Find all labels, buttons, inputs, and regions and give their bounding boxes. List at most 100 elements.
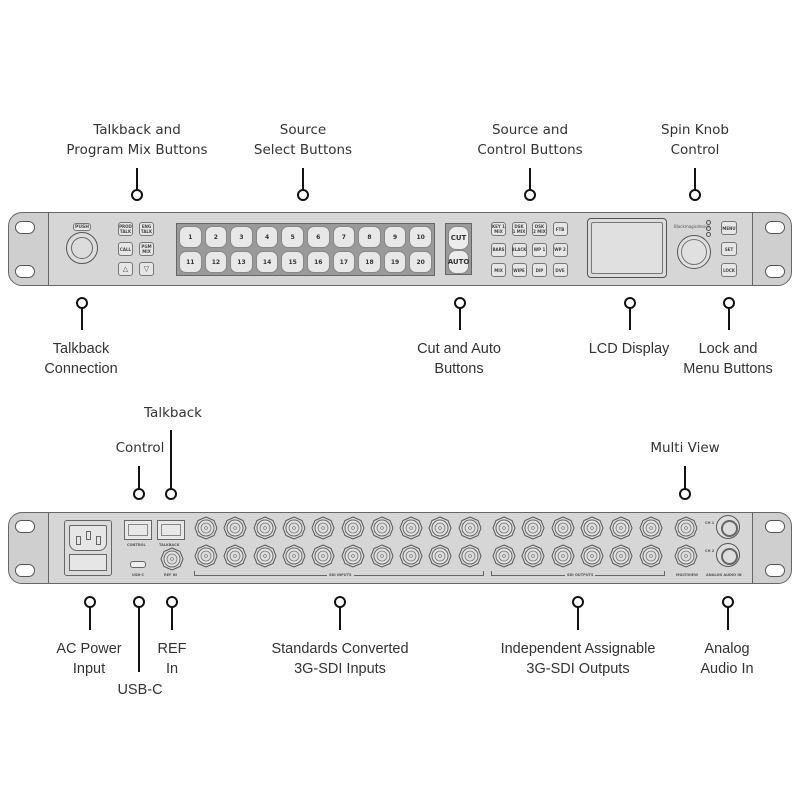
sdi-input-bnc[interactable] xyxy=(194,544,218,568)
spin-knob[interactable] xyxy=(677,235,711,269)
callout-line: USB-C xyxy=(117,682,163,698)
sdi-output-bnc[interactable] xyxy=(492,516,516,540)
source-button[interactable]: 15 xyxy=(281,251,304,273)
control-button[interactable]: DSK 2 MIX xyxy=(532,222,547,236)
talkback-ethernet-port[interactable] xyxy=(157,520,185,540)
sdi-input-bnc[interactable] xyxy=(340,516,365,540)
source-button[interactable]: 17 xyxy=(332,251,356,273)
source-button[interactable]: 2 xyxy=(204,226,228,248)
source-button[interactable]: 11 xyxy=(179,251,202,273)
ch2-label: CH 2 xyxy=(705,549,715,553)
sdi-output-bnc[interactable] xyxy=(609,544,633,568)
sdi-input-bnc[interactable] xyxy=(311,516,335,540)
ac-power-inlet[interactable] xyxy=(64,520,112,576)
sdi-output-bnc[interactable] xyxy=(638,516,663,540)
control-button[interactable]: DVE xyxy=(552,263,568,277)
sdi-input-bnc[interactable] xyxy=(458,544,482,568)
control-button[interactable]: WP 1 xyxy=(532,242,547,257)
callout-label: Lock and Menu Buttons xyxy=(683,339,772,379)
leader-line xyxy=(684,466,686,489)
control-button[interactable]: FTB xyxy=(552,222,568,236)
sdi-output-bnc[interactable] xyxy=(580,516,604,540)
eng-talk-button[interactable]: ENG TALK xyxy=(139,222,154,236)
up-arrow-button[interactable]: △ xyxy=(118,262,133,276)
source-button[interactable]: 5 xyxy=(281,226,304,248)
callout-label: Spin Knob Control xyxy=(661,120,729,160)
sdi-output-bnc[interactable] xyxy=(580,544,604,568)
set-button[interactable]: SET xyxy=(721,242,737,256)
sdi-output-bnc[interactable] xyxy=(521,516,545,540)
source-button[interactable]: 4 xyxy=(255,226,279,248)
jack-ring-icon xyxy=(721,548,738,565)
sdi-output-bnc[interactable] xyxy=(609,516,633,540)
control-button[interactable]: KEY 1 MIX xyxy=(491,222,506,236)
sdi-input-bnc[interactable] xyxy=(253,516,277,540)
source-button[interactable]: 3 xyxy=(230,226,253,248)
sdi-input-bnc[interactable] xyxy=(253,544,277,568)
control-button[interactable]: BARS xyxy=(491,242,506,257)
source-button[interactable]: 1 xyxy=(179,226,202,248)
source-button[interactable]: 7 xyxy=(332,226,356,248)
source-button[interactable]: 9 xyxy=(383,226,407,248)
sdi-input-bnc[interactable] xyxy=(399,516,423,540)
sdi-output-bnc[interactable] xyxy=(492,544,516,568)
source-button[interactable]: 18 xyxy=(358,251,381,273)
source-button[interactable]: 12 xyxy=(204,251,228,273)
multiview-bnc[interactable] xyxy=(674,544,698,568)
control-button[interactable]: DSK 1 MIX xyxy=(511,222,527,236)
ref-in-bnc[interactable] xyxy=(160,547,184,571)
sdi-output-bnc[interactable] xyxy=(521,544,545,568)
control-button[interactable]: WP 2 xyxy=(552,242,568,257)
source-button[interactable]: 6 xyxy=(306,226,330,248)
analog-audio-ch1-jack[interactable] xyxy=(716,515,740,539)
source-button[interactable]: 19 xyxy=(383,251,407,273)
menu-button[interactable]: MENU xyxy=(721,221,737,235)
sdi-input-bnc[interactable] xyxy=(282,516,306,540)
prod-talk-button[interactable]: PROD TALK xyxy=(118,222,133,236)
sdi-output-bnc[interactable] xyxy=(551,516,575,540)
sdi-input-bnc[interactable] xyxy=(223,544,247,568)
sdi-input-bnc[interactable] xyxy=(428,544,452,568)
control-button[interactable]: BLACK xyxy=(511,242,527,257)
sdi-input-bnc[interactable] xyxy=(458,516,482,540)
sdi-input-bnc[interactable] xyxy=(370,516,394,540)
sdi-input-bnc[interactable] xyxy=(223,516,247,540)
sdi-input-bnc[interactable] xyxy=(340,544,365,568)
sdi-input-bnc[interactable] xyxy=(370,544,394,568)
call-button[interactable]: CALL xyxy=(118,242,133,256)
control-port-label: CONTROL xyxy=(127,543,146,547)
usb-c-port[interactable] xyxy=(130,561,146,568)
push-latch[interactable]: PUSH xyxy=(73,223,91,231)
sdi-output-bnc[interactable] xyxy=(638,544,663,568)
lock-button[interactable]: LOCK xyxy=(721,263,737,277)
talkback-xlr-connector[interactable] xyxy=(66,232,98,264)
control-ethernet-port[interactable] xyxy=(124,520,152,540)
auto-button[interactable]: AUTO xyxy=(448,250,469,274)
sdi-input-bnc[interactable] xyxy=(311,544,335,568)
callout-line: Talkback xyxy=(144,405,202,421)
sdi-input-bnc[interactable] xyxy=(194,516,218,540)
source-button[interactable]: 14 xyxy=(255,251,279,273)
cut-button[interactable]: CUT xyxy=(448,226,469,250)
callout-line: Lock and xyxy=(698,341,758,357)
control-button[interactable]: DIP xyxy=(532,263,547,277)
analog-audio-ch2-jack[interactable] xyxy=(716,543,740,567)
sdi-input-bnc[interactable] xyxy=(399,544,423,568)
source-button[interactable]: 8 xyxy=(358,226,381,248)
source-button[interactable]: 16 xyxy=(306,251,330,273)
iec-socket xyxy=(69,525,107,551)
source-button[interactable]: 20 xyxy=(409,251,432,273)
down-arrow-button[interactable]: ▽ xyxy=(139,262,154,276)
multiview-bnc[interactable] xyxy=(674,516,698,540)
control-button[interactable]: MIX xyxy=(491,263,506,277)
callout-line: Source and xyxy=(491,122,569,138)
control-button[interactable]: WIPE xyxy=(511,263,527,277)
source-button[interactable]: 10 xyxy=(409,226,432,248)
led-icon xyxy=(706,220,711,225)
source-button[interactable]: 13 xyxy=(230,251,253,273)
pgm-mix-button[interactable]: PGM MIX xyxy=(139,242,154,256)
sdi-input-bnc[interactable] xyxy=(428,516,452,540)
sdi-output-bnc[interactable] xyxy=(551,544,575,568)
sdi-input-bnc[interactable] xyxy=(282,544,306,568)
